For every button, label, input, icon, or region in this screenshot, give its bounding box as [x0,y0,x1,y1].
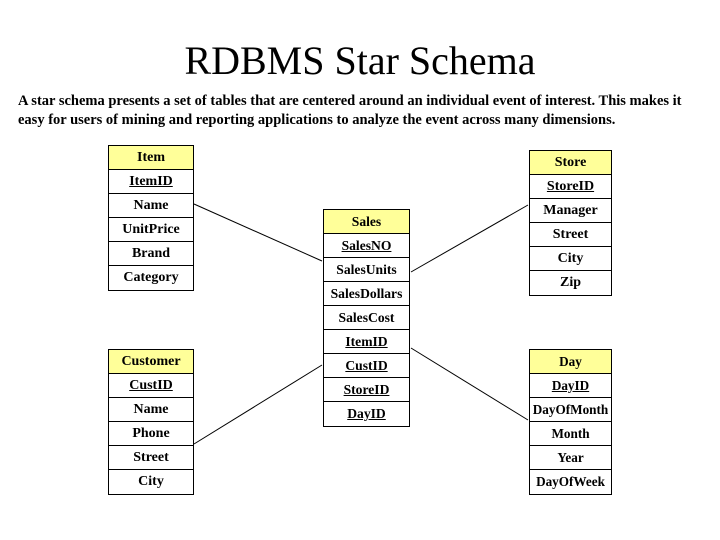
table-row: Phone [109,422,193,446]
field-label: CustID [129,378,173,393]
field-label: ItemID [129,174,173,189]
table-header-item: Item [109,146,193,170]
page-title: RDBMS Star Schema [184,38,536,83]
table-row: Name [109,398,193,422]
table-row-key: SalesNO [324,234,409,258]
field-label: Year [557,450,584,465]
table-row-key: DayID [324,402,409,426]
field-label: StoreID [343,382,390,397]
table-header-label: Item [137,150,165,165]
table-row: Name [109,194,193,218]
field-label: DayID [551,378,590,393]
intro-paragraph: A star schema presents a set of tables t… [18,92,702,130]
field-label: City [557,251,584,266]
table-header-label: Sales [351,214,382,229]
table-row-key: CustID [324,354,409,378]
field-label: SalesNO [341,238,392,253]
field-label: Phone [132,426,170,441]
table-row: City [530,247,611,271]
table-header-label: Store [554,155,587,170]
table-header-label: Day [559,354,582,369]
intro-line-1: A star schema presents a set of tables t… [18,93,682,109]
field-label: SalesUnits [336,262,397,277]
table-row-key: CustID [109,374,193,398]
table-row-key: ItemID [324,330,409,354]
field-label: Street [133,450,169,465]
table-row: City [109,470,193,494]
table-row: Manager [530,199,611,223]
intro-line-2: easy for users of mining and reporting a… [18,112,616,128]
table-row: Brand [109,242,193,266]
table-row-key: StoreID [530,175,611,199]
table-row-key: StoreID [324,378,409,402]
table-row: Year [530,446,611,470]
table-row: Month [530,422,611,446]
field-label: CustID [345,358,388,373]
field-label: DayID [347,406,386,421]
field-label: Category [123,270,179,285]
field-label: Name [133,402,169,417]
table-row: SalesCost [324,306,409,330]
relationship-line-sales-day [410,347,529,421]
field-label: SalesDollars [330,286,403,301]
field-label: Manager [543,203,598,218]
table-row: Street [109,446,193,470]
table-header-sales: Sales [324,210,409,234]
table-row-key: DayID [530,374,611,398]
table-row: SalesUnits [324,258,409,282]
relationship-line-customer-sales [193,364,323,445]
relationship-line-sales-store [410,204,529,273]
field-label: DayOfMonth [532,402,609,417]
table-row-key: ItemID [109,170,193,194]
field-label: ItemID [345,334,388,349]
table-row: UnitPrice [109,218,193,242]
table-row: Category [109,266,193,290]
field-label: Month [551,426,590,441]
field-label: UnitPrice [122,222,180,237]
field-label: SalesCost [338,310,395,325]
table-row: SalesDollars [324,282,409,306]
table-header-day: Day [530,350,611,374]
field-label: Name [133,198,169,213]
table-header-customer: Customer [109,350,193,374]
field-label: StoreID [546,179,595,194]
table-row: Zip [530,271,611,295]
field-label: City [138,474,164,489]
table-row: Street [530,223,611,247]
relationship-line-item-sales [193,203,323,262]
field-label: Zip [559,275,581,290]
table-header-store: Store [530,151,611,175]
field-label: Street [552,227,589,242]
field-label: DayOfWeek [536,474,605,489]
field-label: Brand [131,246,171,261]
table-row: DayOfWeek [530,470,611,494]
table-row: DayOfMonth [530,398,611,422]
table-header-label: Customer [121,354,181,369]
